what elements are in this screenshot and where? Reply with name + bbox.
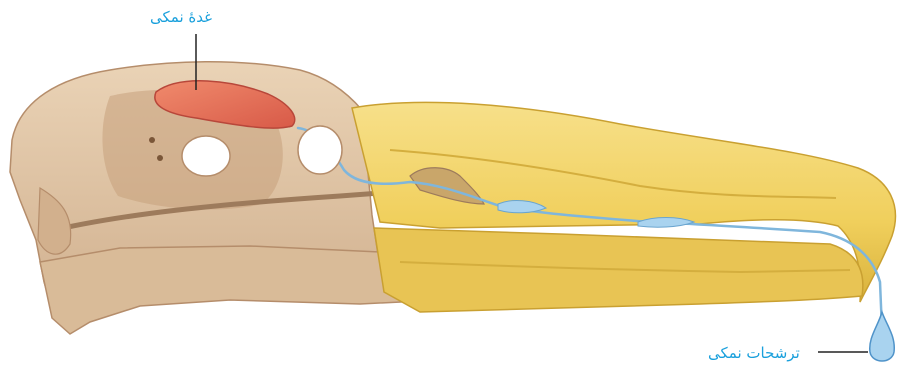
salt-secretion-label: ترشحات نمکی: [708, 344, 800, 362]
skull-small-hole-1: [149, 137, 155, 143]
salt-gland-label: غدهٔ نمکی: [150, 8, 212, 26]
skull-small-hole-2: [157, 155, 163, 161]
salt-droplet: [870, 312, 895, 361]
skull-foramen-1: [182, 136, 230, 176]
skull-orbit: [298, 126, 342, 174]
